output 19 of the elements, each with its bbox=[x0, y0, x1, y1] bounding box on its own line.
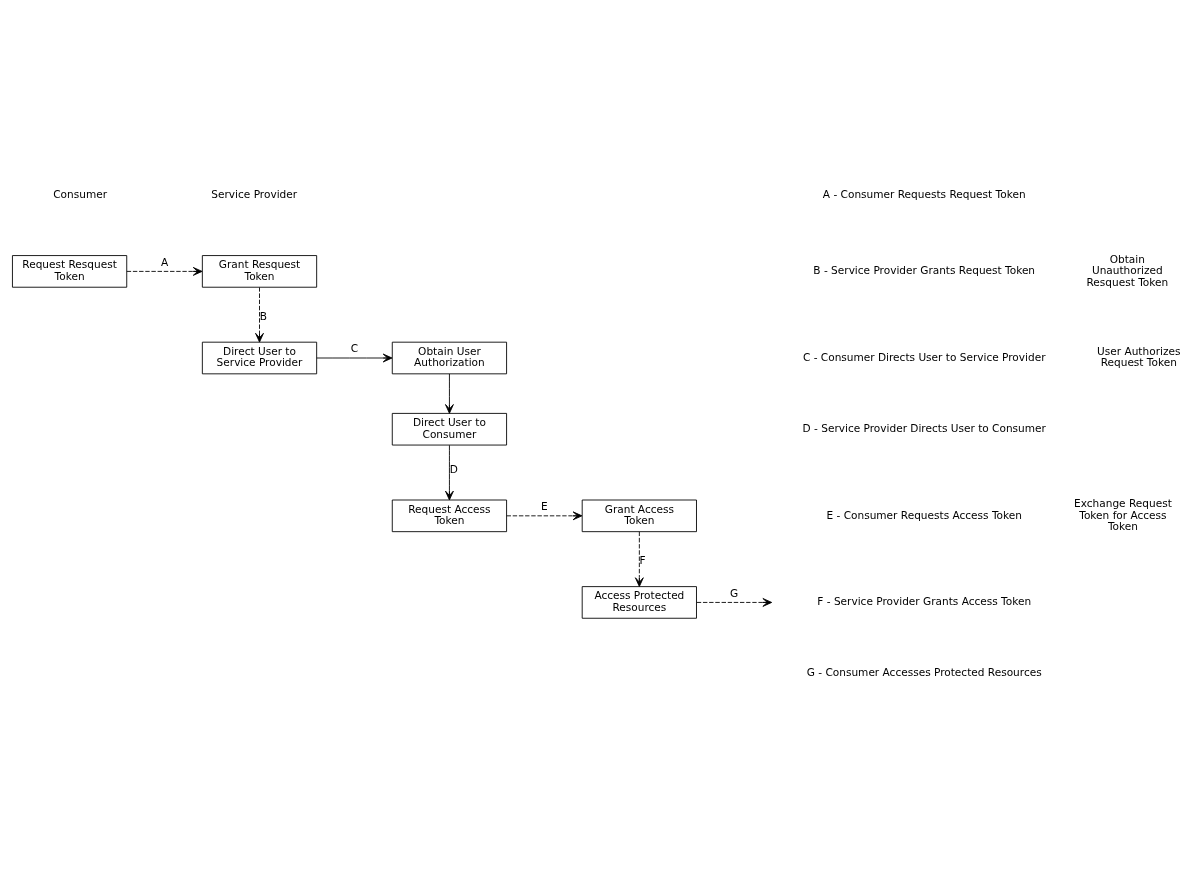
label: Consumer bbox=[53, 188, 108, 201]
label: Obtain Unauthorized Resquest Token bbox=[1086, 252, 1169, 288]
label: G - Consumer Accesses Protected Resources bbox=[806, 666, 1042, 679]
label: E - Consumer Requests Access Token bbox=[826, 508, 1022, 521]
edge-label: G bbox=[730, 586, 739, 599]
label: Exchange Request Token for Access Token bbox=[1074, 497, 1172, 532]
label: B - Service Provider Grants Request Token bbox=[813, 264, 1036, 277]
label: D - Service Provider Directs User to Consumer bbox=[802, 421, 1046, 434]
edge-label: D bbox=[449, 462, 458, 475]
label: F - Service Provider Grants Access Token bbox=[817, 595, 1032, 608]
edge-label: E bbox=[541, 500, 548, 513]
label: Service Provider bbox=[211, 188, 298, 201]
edge-label: F bbox=[639, 554, 646, 567]
label: A - Consumer Requests Request Token bbox=[822, 188, 1026, 201]
edge-label: B bbox=[259, 309, 268, 322]
edge-label: A bbox=[160, 255, 169, 268]
label: User Authorizes Request Token bbox=[1097, 345, 1181, 369]
edge-label: C bbox=[350, 342, 359, 355]
label: C - Consumer Directs User to Service Provider bbox=[802, 350, 1046, 363]
